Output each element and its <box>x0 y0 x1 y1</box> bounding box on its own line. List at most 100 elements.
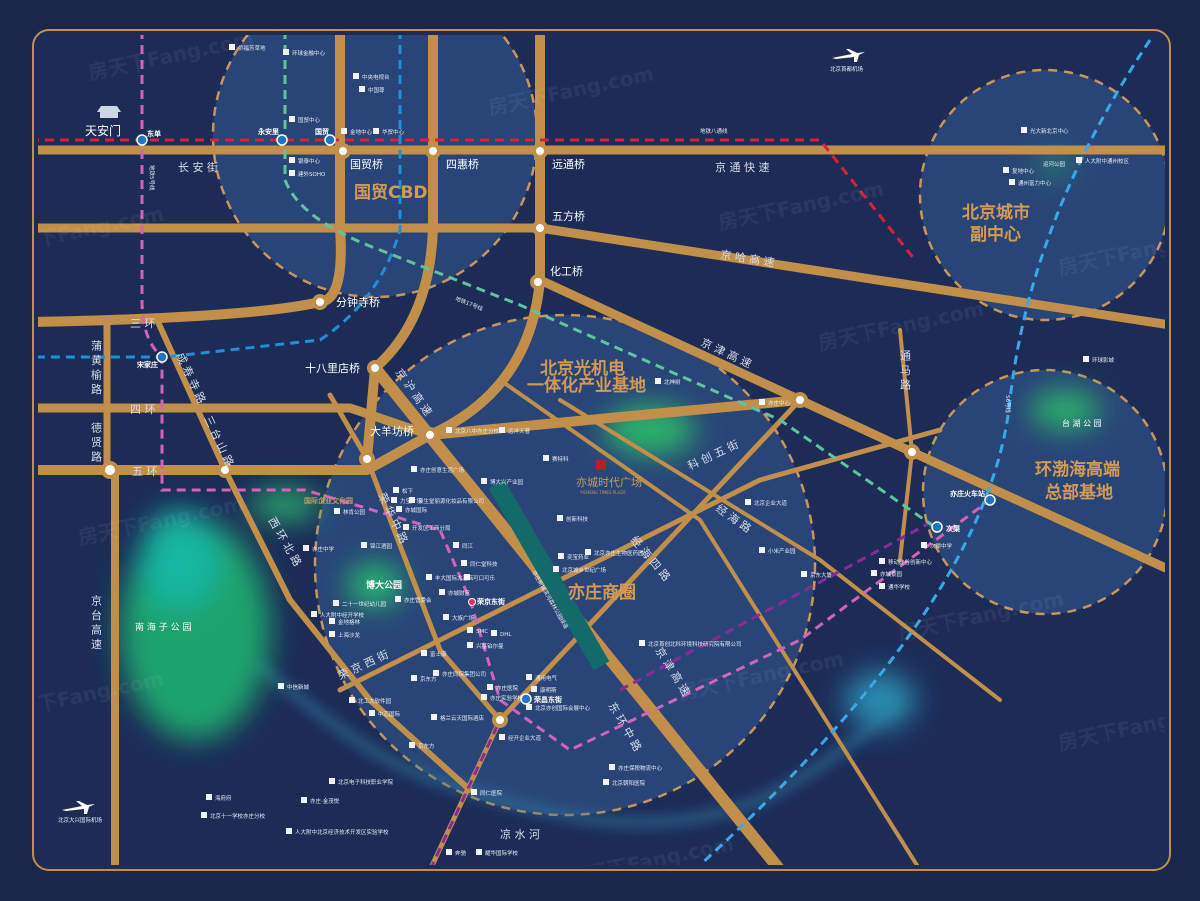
poi-label: DHL <box>500 632 512 638</box>
poi-label: 北京亦庄生物医药园 <box>594 549 644 557</box>
poi-marker-icon <box>1083 356 1089 362</box>
poi-marker-icon <box>395 596 401 602</box>
poi-marker-icon <box>553 566 559 572</box>
poi-marker-icon <box>289 170 295 176</box>
poi-label: 资生堂丽源化妆品有限公司 <box>418 497 484 505</box>
poi-label: 人大附中通州校区 <box>1085 157 1130 165</box>
bridge-wufang: 五方桥 <box>552 209 585 223</box>
zone-subcenter-label-2: 副中心 <box>970 224 1021 245</box>
river-liangshui <box>246 655 905 829</box>
bridge-dayangfang: 大羊坊桥 <box>370 424 414 438</box>
poi-label: 富士康 <box>430 650 447 658</box>
line5-label: 地铁5号线 <box>148 165 156 191</box>
poi-marker-icon <box>421 650 427 656</box>
station-yonganli: 永安里 <box>257 127 279 136</box>
poi-label: 北工大软件园 <box>358 697 392 705</box>
poi-label: 同仁医院 <box>480 789 503 797</box>
poi-label: 海府府 <box>215 794 232 802</box>
poi-label: 博大兴产业园 <box>490 478 524 486</box>
poi-marker-icon <box>289 116 295 122</box>
poi-marker-icon <box>391 497 397 503</box>
poi-label: 康明斯 <box>540 686 557 694</box>
poi-marker-icon <box>361 542 367 548</box>
poi-marker-icon <box>585 549 591 555</box>
poi-label: 同仁堂科技 <box>470 560 498 568</box>
poi-marker-icon <box>467 627 473 633</box>
poi-marker-icon <box>411 466 417 472</box>
poi-label: 锦江酒园 <box>370 542 393 550</box>
line1-label: 地铁八通线 <box>700 127 728 135</box>
project-logo-icon <box>596 460 606 470</box>
poi-label: 北京首创北科环境科技研究院有限公司 <box>648 640 742 648</box>
poi-marker-icon <box>431 714 437 720</box>
poi-marker-icon <box>206 794 212 800</box>
poi-marker-icon <box>329 618 335 624</box>
poi-marker-icon <box>609 764 615 770</box>
poi-label: 北京朝阳医院 <box>612 779 646 787</box>
poi-marker-icon <box>879 583 885 589</box>
project-name: 亦城时代广场 <box>576 475 642 489</box>
zone-bohai-label-1: 环渤海高端 <box>1035 459 1120 480</box>
zone-cbd-label: 国贸CBD <box>354 182 428 203</box>
station-guomao: 国贸 <box>315 127 329 136</box>
poi-marker-icon <box>334 508 340 514</box>
poi-marker-icon <box>426 574 432 580</box>
poi-label: 中国尊 <box>368 86 385 94</box>
poi-marker-icon <box>333 600 339 606</box>
poi-label: 通州富力中心 <box>1018 179 1052 187</box>
park-nanhaizi: 南 海 子 公 园 <box>135 621 191 633</box>
poi-marker-icon <box>1003 167 1009 173</box>
road-sihuan: 四 环 <box>130 403 156 416</box>
road-puhuangyu: 蒲 黄 榆 路 <box>90 339 103 395</box>
poi-label: 通用电气 <box>535 674 558 682</box>
poi-marker-icon <box>393 487 399 493</box>
airport-daxing-label: 北京大兴国际机场 <box>58 816 103 824</box>
poi-label: 京东方 <box>420 675 437 683</box>
road-tongma: 通 马 路 <box>899 350 912 391</box>
s6-label: S6号线 <box>1004 395 1012 413</box>
poi-marker-icon <box>759 399 765 405</box>
tiananmen-label: 天安门 <box>85 123 121 138</box>
poi-label: 大族广场 <box>452 614 475 622</box>
road-changan: 长 安 街 <box>178 160 218 174</box>
poi-label: 亦庄中学 <box>312 545 335 553</box>
poi-layer: 侨福芳草地环球金融中心中央电视台中国尊国贸中心金地中心华贸中心银泰中心建外SOH… <box>201 44 1130 857</box>
poi-label: 北京企业大道 <box>754 499 788 507</box>
bridge-sihui: 四惠桥 <box>446 157 479 171</box>
poi-label: 银泰中心 <box>298 157 321 165</box>
station-rongjingdongjie: 荣京东街 <box>476 597 505 606</box>
poi-marker-icon <box>745 499 751 505</box>
poi-label: 人大附中经开学校 <box>320 611 365 619</box>
poi-marker-icon <box>531 686 537 692</box>
poi-marker-icon <box>558 553 564 559</box>
park-taihu: 台 湖 公 园 <box>1062 418 1102 428</box>
poi-label: 通华学校 <box>888 583 911 591</box>
metro-stations <box>136 134 996 705</box>
poi-marker-icon <box>557 515 563 521</box>
river-label: 凉 水 河 <box>500 827 540 841</box>
poi-marker-icon <box>301 797 307 803</box>
zone-yizhuang-label: 亦庄商圈 <box>568 582 636 603</box>
poi-label: 亦庄保税物流中心 <box>618 764 663 772</box>
poi-label: 奔驰 <box>455 849 467 857</box>
poi-label: 北京亦创国际会展中心 <box>535 704 591 712</box>
poi-label: 北京八中亦庄分校 <box>455 427 500 435</box>
poi-marker-icon <box>341 128 347 134</box>
poi-label: 亦城财富 <box>448 589 471 597</box>
poi-marker-icon <box>499 734 505 740</box>
poi-label: 远洋天著 <box>508 427 531 435</box>
poi-label: 耀华国际学校 <box>485 849 519 857</box>
station-dongdan: 东单 <box>147 129 161 138</box>
poi-label: 奕宝药业 <box>567 553 590 561</box>
poi-marker-icon <box>879 558 885 564</box>
poi-label: 次渠中学 <box>930 542 953 550</box>
poi-marker-icon <box>439 589 445 595</box>
zone-subcenter-label-1: 北京城市 <box>962 202 1030 223</box>
tiananmen-icon <box>97 106 121 118</box>
poi-marker-icon <box>481 478 487 484</box>
poi-marker-icon <box>373 128 379 134</box>
road-jingtong: 京 通 快 速 <box>715 160 770 174</box>
poi-marker-icon <box>229 44 235 50</box>
airport-capital-label: 北京首都机场 <box>830 65 864 73</box>
